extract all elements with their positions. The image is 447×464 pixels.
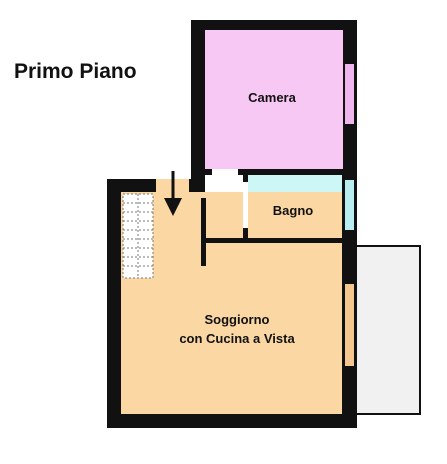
window-bagno [345,180,354,230]
entrance-arrow-icon [164,171,182,216]
balcony [355,245,421,415]
window-soggiorno [345,284,354,366]
label-bagno: Bagno [273,203,314,218]
partition-soggiorno-hall [201,198,206,266]
floor-title: Primo Piano [14,60,137,83]
label-camera: Camera [248,90,296,105]
door-opening-bagno [243,182,248,228]
door-opening-hall-top [212,169,238,175]
room-camera [205,30,343,169]
partition-camera-bagno [205,169,343,175]
label-soggiorno-sub: con Cucina a Vista [179,331,295,346]
partition-bagno-bottom [205,238,343,243]
label-soggiorno: Soggiorno [205,312,270,327]
window-camera [345,64,354,124]
staircase [122,193,154,279]
